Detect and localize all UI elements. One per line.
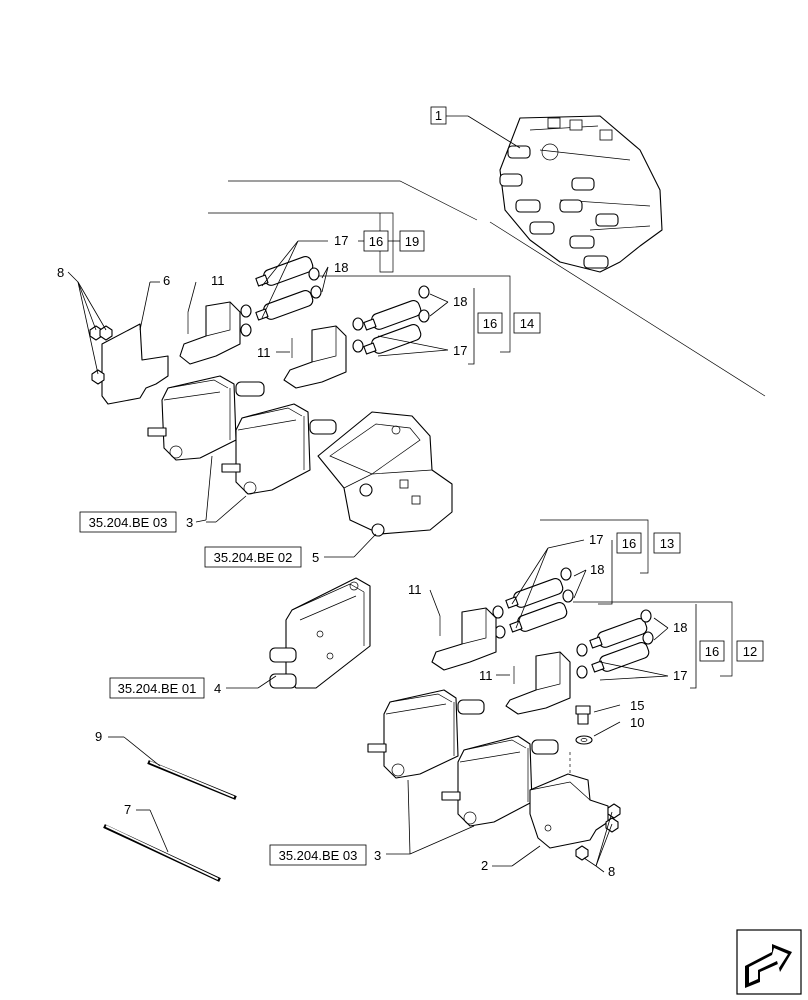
main-valve-assembly [499, 115, 663, 273]
callout-18: 18 [334, 260, 348, 275]
guide-lines [208, 180, 766, 677]
plug-15 [575, 705, 591, 725]
callout-5: 5 [312, 550, 319, 565]
callout-8: 8 [608, 864, 615, 879]
valve-section-lower-a [367, 689, 485, 779]
callout-3: 3 [374, 848, 381, 863]
callout-19: 19 [405, 234, 419, 249]
spool-pair-upper [240, 256, 322, 337]
nuts-8-upper [89, 325, 113, 385]
valve-section-upper-a [147, 375, 265, 461]
inlet-section-5 [317, 411, 453, 537]
callout-12: 12 [743, 644, 757, 659]
callout-7: 7 [124, 802, 131, 817]
callout-16: 16 [483, 316, 497, 331]
end-cap-middle [283, 325, 347, 389]
end-cap-lower-a [431, 607, 497, 671]
callout-8: 8 [57, 265, 64, 280]
callout-17: 17 [334, 233, 348, 248]
callout-11: 11 [408, 582, 422, 597]
callout-18: 18 [453, 294, 467, 309]
callout-6: 6 [163, 273, 170, 288]
callout-18: 18 [590, 562, 604, 577]
spool-pair-middle [352, 285, 430, 355]
callout-16: 16 [705, 644, 719, 659]
callout-11: 11 [257, 345, 271, 360]
callout-15: 15 [630, 698, 644, 713]
callout-9: 9 [95, 729, 102, 744]
reference-35-204-be-02[interactable]: 35.204.BE 02 [214, 550, 293, 565]
tie-rod-7 [103, 824, 221, 882]
cover-plate-6 [101, 323, 169, 405]
callout-13: 13 [660, 536, 674, 551]
callout-17: 17 [673, 668, 687, 683]
reference-35-204-be-03-upper[interactable]: 35.204.BE 03 [89, 515, 168, 530]
callout-11: 11 [479, 668, 493, 683]
arrow-navigation-icon[interactable] [736, 929, 802, 995]
valve-section-lower-b [441, 735, 559, 827]
callout-11: 11 [211, 273, 225, 288]
valve-section-upper-b [221, 403, 337, 495]
callout-2: 2 [481, 858, 488, 873]
end-cap-upper [179, 301, 241, 365]
callout-18: 18 [673, 620, 687, 635]
reference-35-204-be-03-lower[interactable]: 35.204.BE 03 [279, 848, 358, 863]
callout-3: 3 [186, 515, 193, 530]
callout-4: 4 [214, 681, 221, 696]
tie-rod-9 [147, 760, 237, 800]
spool-pair-lower-b [576, 609, 654, 679]
washer-10 [575, 735, 593, 745]
callout-17: 17 [589, 532, 603, 547]
callout-1: 1 [435, 108, 442, 123]
end-cap-lower-b [505, 651, 571, 715]
callout-10: 10 [630, 715, 644, 730]
callout-16: 16 [369, 234, 383, 249]
outlet-section-4 [269, 577, 371, 689]
end-plate-2 [529, 773, 609, 849]
callout-16: 16 [622, 536, 636, 551]
callout-17: 17 [453, 343, 467, 358]
spool-pair-lower-a [492, 567, 574, 639]
callout-14: 14 [520, 316, 534, 331]
reference-35-204-be-01[interactable]: 35.204.BE 01 [118, 681, 197, 696]
